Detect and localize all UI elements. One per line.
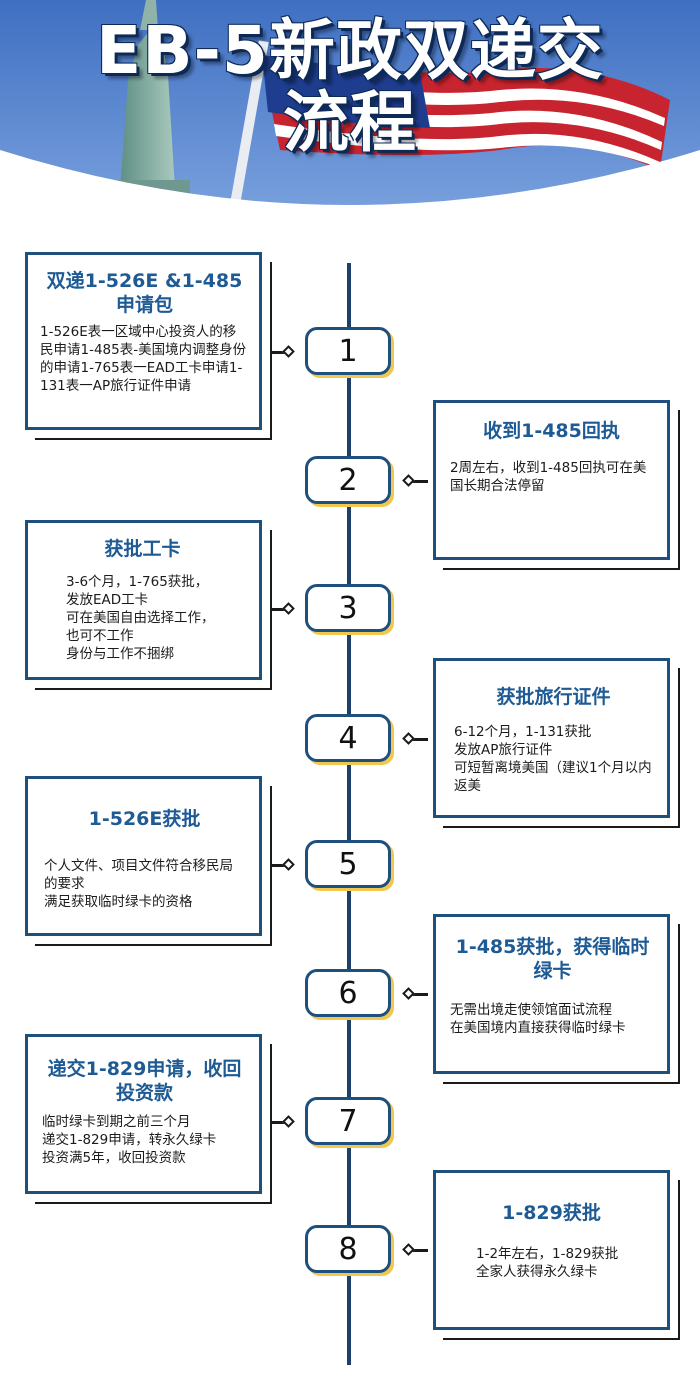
step-2-text: 2周左右，收到1-485回执可在美国长期合法停留 bbox=[450, 460, 647, 494]
step-card-2: 收到1-485回执 2周左右，收到1-485回执可在美国长期合法停留 bbox=[433, 400, 670, 560]
step-5-text: 个人文件、项目文件符合移民局的要求 满足获取临时绿卡的资格 bbox=[44, 858, 233, 910]
step-7-title: 递交1-829申请，收回投资款 bbox=[47, 1058, 242, 1104]
step-4-connector bbox=[408, 738, 428, 741]
step-2-title: 收到1-485回执 bbox=[483, 420, 620, 442]
step-1-number-badge: 1 bbox=[305, 327, 391, 375]
step-card-8: 1-829获批 1-2年左右，1-829获批 全家人获得永久绿卡 bbox=[433, 1170, 670, 1330]
step-4-number-badge: 4 bbox=[305, 714, 391, 762]
step-8-text: 1-2年左右，1-829获批 全家人获得永久绿卡 bbox=[476, 1246, 619, 1280]
step-5-connector bbox=[270, 864, 290, 867]
step-4-text: 6-12个月，1-131获批 发放AP旅行证件 可短暂离境美国（建议1个月以内返… bbox=[454, 724, 652, 794]
step-card-4: 获批旅行证件 6-12个月，1-131获批 发放AP旅行证件 可短暂离境美国（建… bbox=[433, 658, 670, 818]
header-background bbox=[0, 0, 700, 235]
step-7-text: 临时绿卡到期之前三个月 递交1-829申请，转永久绿卡 投资满5年，收回投资款 bbox=[42, 1114, 217, 1166]
step-3-title: 获批工卡 bbox=[104, 538, 181, 560]
step-card-1: 双递1-526E &1-485申请包 1-526E表一区域中心投资人的移民申请1… bbox=[25, 252, 262, 430]
step-card-3: 获批工卡 3-6个月，1-765获批， 发放EAD工卡 可在美国自由选择工作， … bbox=[25, 520, 262, 680]
step-8-title: 1-829获批 bbox=[502, 1202, 601, 1224]
step-2-diamond-icon bbox=[402, 474, 415, 487]
step-6-connector bbox=[408, 993, 428, 996]
step-5-number-badge: 5 bbox=[305, 840, 391, 888]
step-6-number-badge: 6 bbox=[305, 969, 391, 1017]
step-1-title: 双递1-526E &1-485申请包 bbox=[46, 270, 243, 316]
step-8-connector bbox=[408, 1249, 428, 1252]
us-flag-icon bbox=[260, 55, 670, 170]
step-1-text: 1-526E表一区域中心投资人的移民申请1-485表-美国境内调整身份的申请1-… bbox=[40, 324, 247, 394]
step-6-title: 1-485获批，获得临时绿卡 bbox=[455, 936, 650, 982]
step-7-number-badge: 7 bbox=[305, 1097, 391, 1145]
step-8-number-badge: 8 bbox=[305, 1225, 391, 1273]
step-1-connector bbox=[270, 351, 290, 354]
timeline-axis bbox=[347, 263, 351, 1365]
step-4-diamond-icon bbox=[402, 732, 415, 745]
step-7-diamond-icon bbox=[282, 1115, 295, 1128]
step-3-diamond-icon bbox=[282, 602, 295, 615]
step-7-connector bbox=[270, 1121, 290, 1124]
step-2-number-badge: 2 bbox=[305, 456, 391, 504]
step-card-7: 递交1-829申请，收回投资款 临时绿卡到期之前三个月 递交1-829申请，转永… bbox=[25, 1034, 262, 1194]
step-2-connector bbox=[408, 480, 428, 483]
step-5-diamond-icon bbox=[282, 858, 295, 871]
step-6-text: 无需出境走使领馆面试流程 在美国境内直接获得临时绿卡 bbox=[450, 1002, 626, 1036]
step-3-number-badge: 3 bbox=[305, 584, 391, 632]
step-card-6: 1-485获批，获得临时绿卡 无需出境走使领馆面试流程 在美国境内直接获得临时绿… bbox=[433, 914, 670, 1074]
step-1-diamond-icon bbox=[282, 345, 295, 358]
page-title-line-2: 流程 bbox=[283, 84, 417, 161]
step-5-title: 1-526E获批 bbox=[88, 808, 201, 830]
step-card-5: 1-526E获批 个人文件、项目文件符合移民局的要求 满足获取临时绿卡的资格 bbox=[25, 776, 262, 936]
header-banner: EB-5新政双递交 流程 bbox=[0, 0, 700, 235]
page-title-line-1: EB-5新政双递交 bbox=[96, 12, 604, 89]
step-3-connector bbox=[270, 608, 290, 611]
step-3-text: 3-6个月，1-765获批， 发放EAD工卡 可在美国自由选择工作， 也可不工作… bbox=[66, 574, 215, 662]
step-8-diamond-icon bbox=[402, 1243, 415, 1256]
step-6-diamond-icon bbox=[402, 987, 415, 1000]
step-4-title: 获批旅行证件 bbox=[496, 686, 611, 708]
